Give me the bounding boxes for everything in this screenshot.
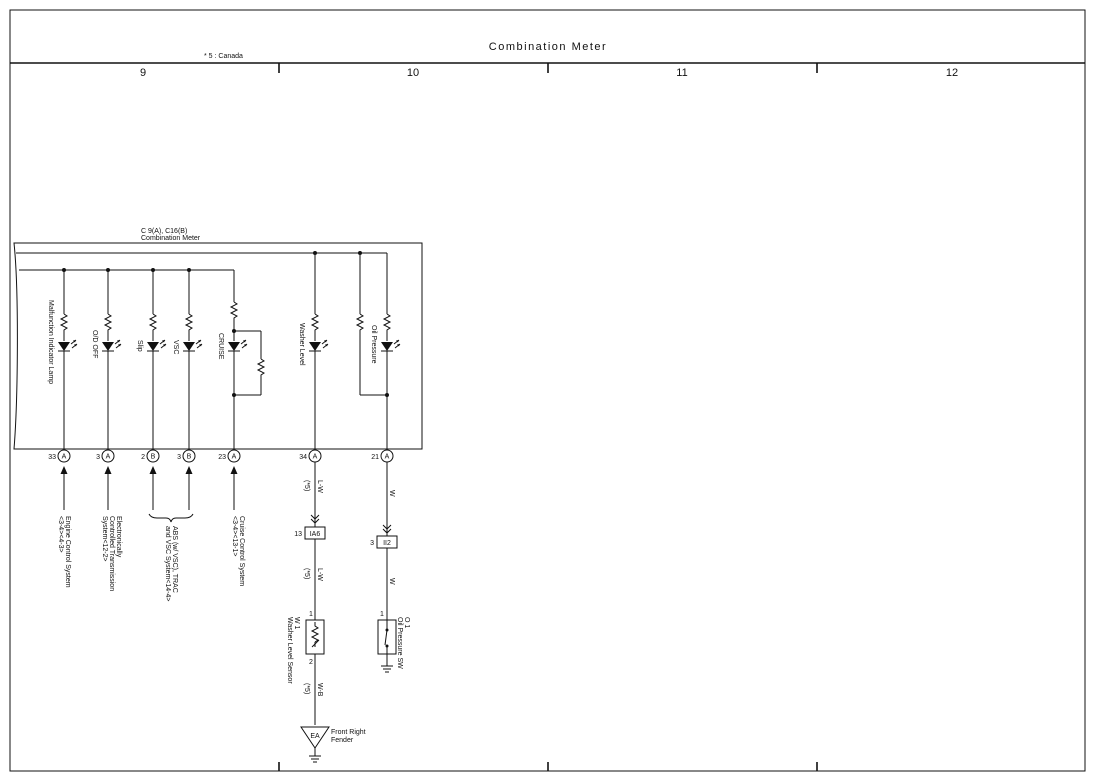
- ground-location-1: Front Right: [331, 729, 366, 736]
- terminal-connector: A: [385, 454, 390, 461]
- vsc-circuit: [182, 270, 203, 449]
- sensor-name: Washer Level Sensor: [286, 617, 293, 684]
- reference-transmission-1: Electronically: [115, 516, 122, 558]
- reference-abs-1: ABS (w/ VSC), TRAC: [171, 526, 178, 593]
- terminal-pin: 3: [177, 454, 181, 461]
- washer-wire-color-lower: L-W: [316, 568, 323, 581]
- connector-reference: C 9(A), C16(B): [141, 228, 187, 235]
- terminal-pin: 23: [218, 454, 226, 461]
- abs-link: [148, 466, 194, 523]
- od-off-circuit: [101, 270, 122, 449]
- column-ticks: [278, 63, 818, 771]
- reference-transmission-3: System<12-2>: [101, 516, 108, 562]
- washer-wire-note-upper: (*5): [303, 480, 310, 491]
- sensor-reference: W 1: [293, 617, 300, 630]
- oil-wire-color-upper: W: [388, 490, 395, 497]
- ground-location-2: Fender: [331, 737, 354, 744]
- transmission-link: [104, 466, 112, 510]
- slip-circuit: [146, 270, 167, 449]
- page-frame: [9, 9, 1086, 772]
- washer-wire-color-upper: L-W: [316, 480, 323, 493]
- column-number-10: 10: [407, 67, 419, 79]
- reference-engine-control-2: <3-4><4-3>: [57, 516, 64, 553]
- meter-box: [13, 242, 423, 450]
- terminal-2-b: 2 B: [141, 449, 160, 463]
- terminal-pin: 21: [371, 454, 379, 461]
- junction-ia6-label: IA6: [310, 531, 321, 538]
- terminal-connector: B: [151, 454, 156, 461]
- terminal-34-a: 34 A: [299, 449, 322, 463]
- switch-pin: 1: [380, 611, 384, 618]
- terminal-connector: A: [313, 454, 318, 461]
- component-name: Combination Meter: [141, 235, 201, 242]
- oil-wire-color-lower: W: [388, 578, 395, 585]
- cruise-link: [230, 466, 238, 510]
- label-vsc: VSC: [172, 340, 179, 354]
- terminal-pin: 3: [96, 454, 100, 461]
- switch-reference: O 1: [403, 617, 410, 628]
- column-number-9: 9: [140, 67, 146, 79]
- label-washer-level: Washer Level: [298, 323, 305, 366]
- label-oil-pressure: Oil Pressure: [370, 325, 377, 364]
- ground-wire-color: W-B: [316, 683, 323, 697]
- reference-cruise-2: <3-4><13-1>: [231, 516, 238, 556]
- washer-wire: [304, 462, 326, 620]
- ground-wire-note: (*5): [303, 683, 310, 694]
- terminal-3-b: 3 B: [177, 449, 196, 463]
- column-number-11: 11: [676, 67, 687, 79]
- supply-rails: [16, 251, 387, 272]
- ground-code: EA: [310, 733, 320, 740]
- terminal-3-a: 3 A: [96, 449, 115, 463]
- terminal-pin: 34: [299, 454, 307, 461]
- malfunction-indicator-circuit: [57, 270, 78, 449]
- sensor-pin-top: 1: [309, 611, 313, 618]
- terminal-33-a: 33 A: [48, 449, 71, 463]
- washer-wire-note-lower: (*5): [303, 568, 310, 579]
- reference-abs-2: and VSC System<14-4>: [164, 526, 171, 602]
- junction-ii2-label: II2: [383, 540, 391, 547]
- washer-level-circuit: [308, 253, 329, 449]
- canada-note: * 5 : Canada: [204, 53, 243, 60]
- oil-wire: [376, 462, 398, 620]
- label-malfunction-indicator-lamp: Malfunction Indicator Lamp: [47, 300, 54, 384]
- terminal-connector: A: [106, 454, 111, 461]
- diagram-title: Combination Meter: [489, 41, 607, 53]
- reference-engine-control-1: Engine Control System: [64, 516, 71, 588]
- terminal-connector: B: [187, 454, 192, 461]
- label-cruise: CRUISE: [217, 333, 224, 360]
- cruise-circuit: [227, 270, 265, 449]
- switch-name: Oil Pressure SW: [396, 617, 403, 669]
- terminal-connector: A: [232, 454, 237, 461]
- oil-pressure-switch: [377, 619, 397, 673]
- terminal-pin: 33: [48, 454, 56, 461]
- oil-pressure-circuit: [356, 253, 401, 449]
- label-od-off: O/D OFF: [91, 330, 98, 358]
- junction-ia6-pin: 13: [294, 531, 302, 538]
- reference-cruise-1: Cruise Control System: [238, 516, 245, 586]
- column-number-12: 12: [946, 67, 958, 79]
- terminal-connector: A: [62, 454, 67, 461]
- terminal-21-a: 21 A: [371, 449, 394, 463]
- ground-point-ea: [300, 726, 330, 763]
- label-slip: Slip: [136, 340, 143, 352]
- abs-bracket: [148, 513, 194, 523]
- terminal-23-a: 23 A: [218, 449, 241, 463]
- junction-ii2-pin: 3: [370, 540, 374, 547]
- reference-transmission-2: Controlled Transmission: [108, 516, 115, 591]
- engine-control-link: [60, 466, 68, 510]
- terminal-pin: 2: [141, 454, 145, 461]
- sensor-pin-bottom: 2: [309, 659, 313, 666]
- washer-level-sensor: [305, 619, 325, 725]
